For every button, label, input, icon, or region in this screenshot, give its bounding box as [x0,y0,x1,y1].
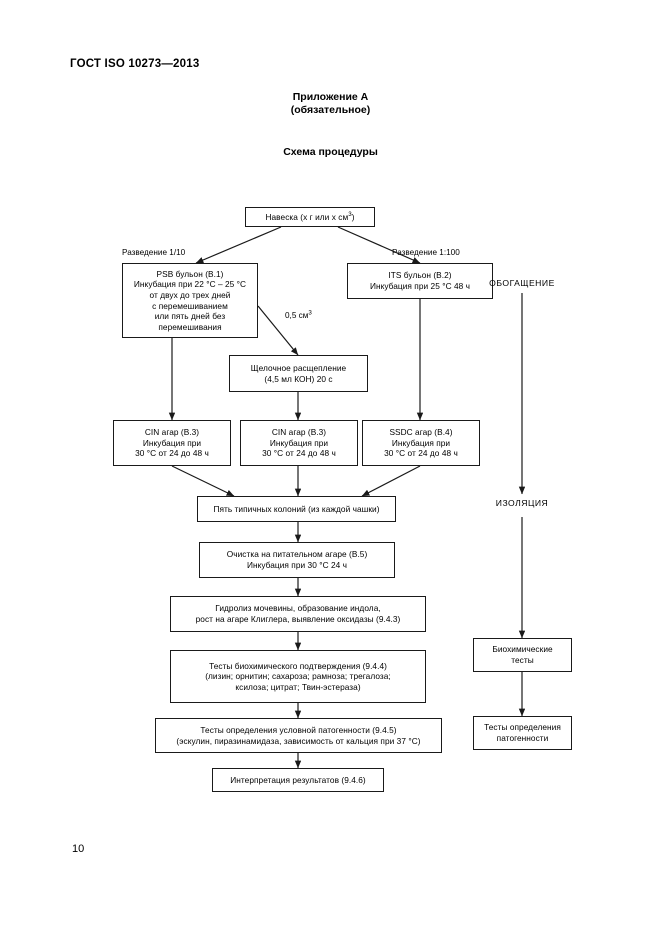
node-conditional-pathogenicity: Тесты определения условной патогенности … [155,718,442,753]
document-header: ГОСТ ISO 10273—2013 [70,58,200,70]
node-its-broth: ITS бульон (В.2) Инкубация при 25 °С 48 … [347,263,493,299]
node-interpretation-text: Интерпретация результатов (9.4.6) [230,774,366,785]
node-purification: Очистка на питательном агаре (В.5) Инкуб… [199,542,395,578]
node-cin-agar-1-text: CIN агар (В.3) Инкубация при 30 °С от 24… [135,427,209,459]
node-biochemical-tests-side: Биохимические тесты [473,638,572,672]
node-hydrolysis-indole: Гидролиз мочевины, образование индола, р… [170,596,426,632]
node-alkaline-digestion-text: Щелочное расщепление (4,5 мл КОН) 20 с [250,362,347,384]
label-stage-enrichment: ОБОГАЩЕНИЕ [489,278,555,288]
node-cin-agar-1: CIN агар (В.3) Инкубация при 30 °С от 24… [113,420,231,466]
node-its-broth-text: ITS бульон (В.2) Инкубация при 25 °С 48 … [369,270,471,291]
node-psb-broth-text: PSB бульон (В.1) Инкубация при 22 °С – 2… [133,268,247,332]
node-pathogenicity-tests-side-text: Тесты определения патогенности [484,722,561,743]
node-purification-text: Очистка на питательном агаре (В.5) Инкуб… [226,549,368,570]
node-psb-broth: PSB бульон (В.1) Инкубация при 22 °С – 2… [122,263,258,338]
node-biochemical-confirmation: Тесты биохимического подтверждения (9.4.… [170,650,426,703]
node-sample-text: Навеска (х г или х см3) [265,210,355,222]
node-pathogenicity-tests-side: Тесты определения патогенности [473,716,572,750]
node-typical-colonies-text: Пять типичных колоний (из каждой чашки) [213,503,380,514]
node-alkaline-digestion: Щелочное расщепление (4,5 мл КОН) 20 с [229,355,368,392]
node-conditional-pathogenicity-text: Тесты определения условной патогенности … [176,724,421,746]
node-biochemical-confirmation-text: Тесты биохимического подтверждения (9.4.… [205,660,391,692]
label-dilution-left: Разведение 1/10 [122,248,186,257]
node-interpretation: Интерпретация результатов (9.4.6) [212,768,384,792]
scheme-title: Схема процедуры [283,146,378,158]
node-typical-colonies: Пять типичных колоний (из каждой чашки) [197,496,396,522]
node-biochemical-tests-side-text: Биохимические тесты [492,644,553,665]
node-sample: Навеска (х г или х см3) [245,207,375,227]
node-cin-agar-2: CIN агар (В.3) Инкубация при 30 °С от 24… [240,420,358,466]
page-number: 10 [72,843,85,855]
label-volume-transfer: 0,5 см3 [285,309,312,320]
label-stage-isolation: ИЗОЛЯЦИЯ [495,498,549,508]
node-ssdc-agar: SSDC агар (В.4) Инкубация при 30 °С от 2… [362,420,480,466]
annex-title-line1: Приложение А [292,91,369,103]
label-dilution-right: Разведение 1:100 [392,248,460,257]
annex-title: Приложение А (обязательное) [0,91,661,117]
node-cin-agar-2-text: CIN агар (В.3) Инкубация при 30 °С от 24… [262,427,336,459]
annex-title-line2: (обязательное) [290,104,371,116]
node-ssdc-agar-text: SSDC агар (В.4) Инкубация при 30 °С от 2… [384,427,458,459]
node-hydrolysis-indole-text: Гидролиз мочевины, образование индола, р… [195,603,401,624]
